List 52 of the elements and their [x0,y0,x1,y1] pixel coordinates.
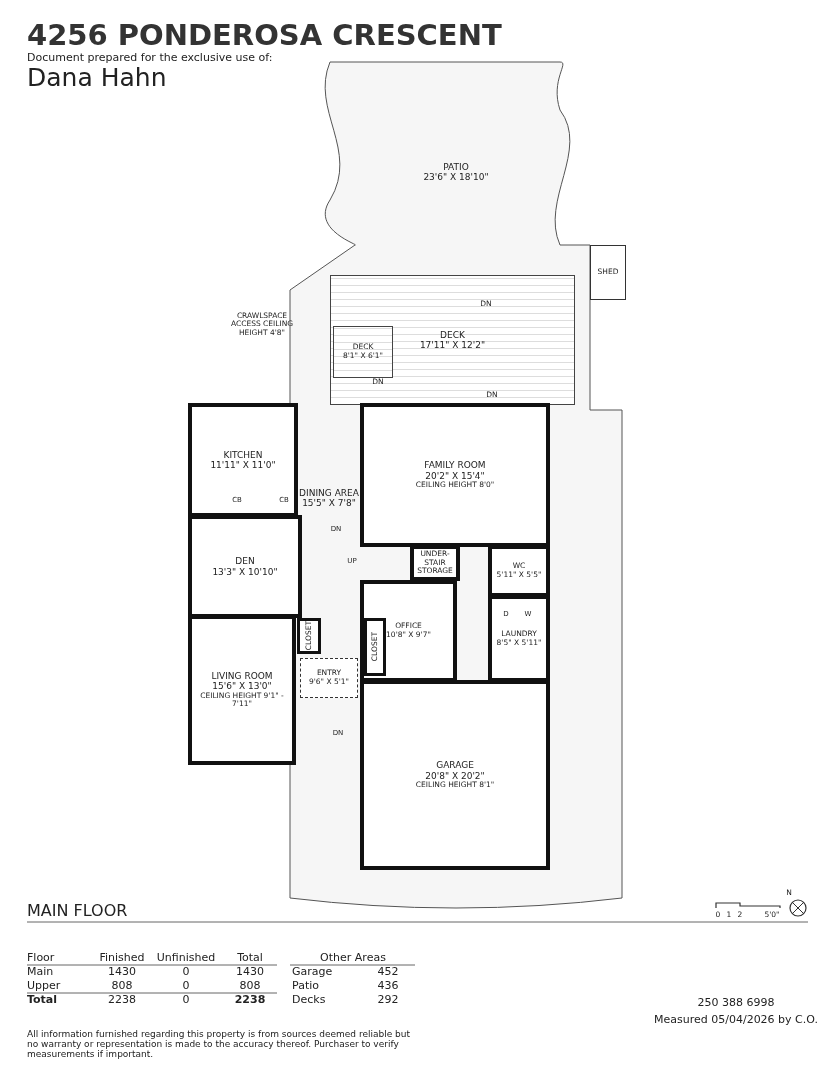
room-dimensions: 15'6" X 13'0" [212,681,272,692]
table-cell: 452 [377,966,399,979]
disclaimer: All information furnished regarding this property is from sources deemed reliable but no warranty or representation is made to the accuracy thereof. Purchaser to verify measurements if important. [27,1030,411,1060]
table-cell: 2238 [234,994,266,1007]
table-cell: 1430 [108,966,136,979]
table-cell: Upper [27,980,61,993]
room-name: DECK [440,329,465,340]
room [188,615,296,765]
room-name: LIVING ROOM [211,671,273,682]
room-name: GARAGE [436,760,474,771]
table-cell: Decks [292,994,326,1007]
floor-name: MAIN FLOOR [27,902,128,920]
room-dimensions: 20'2" X 15'4" [425,470,485,481]
table-cell: 808 [111,980,133,993]
table-cell: Patio [292,980,319,993]
room-name: DINING AREA [299,487,359,498]
table-cell: Main [27,966,54,979]
room [188,403,298,517]
room-name: KITCHEN [223,449,263,460]
table-cell: 0 [182,994,190,1007]
table-cell: 292 [377,994,399,1007]
table-cell: 0 [182,966,190,979]
room-dimensions: 13'3" X 10'10" [212,566,278,577]
table-cell: 0 [182,980,190,993]
deck [333,326,393,378]
table-header: Other Areas [320,952,386,965]
table-cell: Total [27,994,58,1007]
client-name: Dana Hahn [27,64,167,92]
shed [590,245,626,300]
table-header: Unfinished [156,952,216,965]
title: 4256 PONDEROSA CRESCENT [27,20,502,52]
closet [364,618,386,676]
phone-number: 250 388 6998 [697,997,775,1010]
room-dimensions: 17'11" X 12'2" [419,340,486,351]
table-cell: 1430 [236,966,264,979]
room-dimensions: 23'6" X 18'10" [423,172,489,183]
table-cell: 2238 [108,994,136,1007]
room-name: PATIO [442,162,470,173]
measured-note: Measured 05/04/2026 by C.O. [654,1014,818,1027]
subtitle: Document prepared for the exclusive use of: [27,52,273,65]
table-cell: Garage [292,966,333,979]
room-name: DEN [235,556,255,567]
table-cell: 808 [239,980,261,993]
table-header: Floor [27,952,55,965]
room-dimensions: 15'5" X 7'8" [302,498,356,509]
room [188,515,302,618]
room-name: FAMILY ROOM [424,460,486,471]
table-header: Finished [99,952,145,965]
room-dimensions: 11'11" X 11'0" [210,460,276,471]
room-dimensions: 20'8" X 20'2" [425,770,485,781]
table-cell: 436 [377,980,399,993]
table-header: Total [237,952,263,965]
